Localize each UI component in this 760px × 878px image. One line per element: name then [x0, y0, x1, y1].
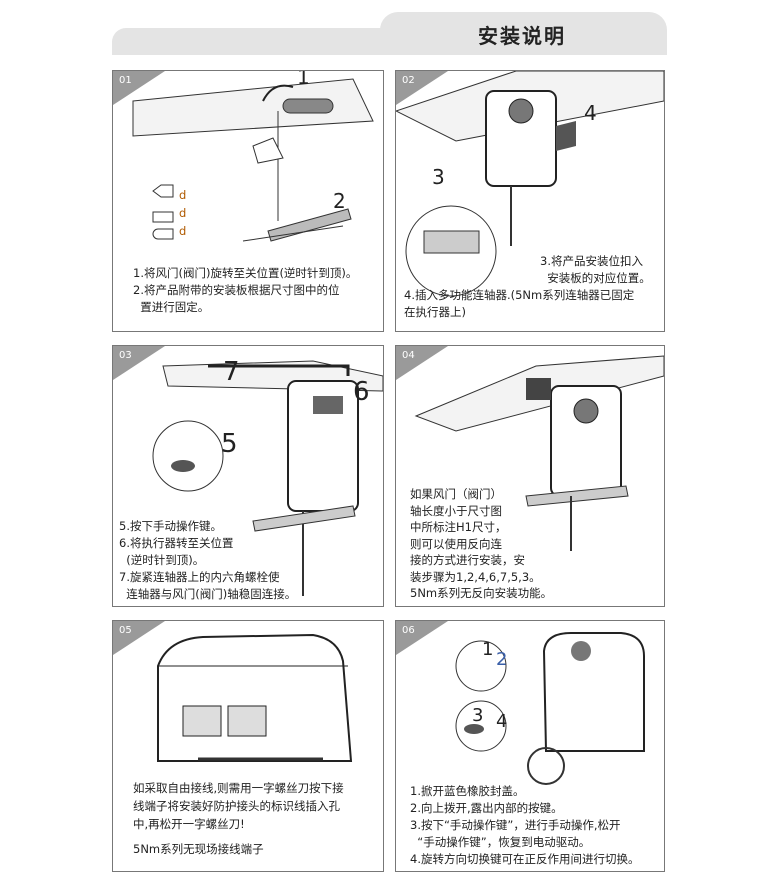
step-number-tab [396, 71, 448, 105]
callout-3: 3 [472, 705, 484, 726]
illustration-terminals [157, 633, 353, 762]
step-number: 05 [119, 625, 132, 636]
callout-5: 5 [221, 429, 238, 459]
step-text: 5.按下手动操作键。6.将执行器转至关位置 (逆时针到顶)。7.旋紧连轴器上的内… [119, 519, 297, 601]
step-note: 5Nm系列无现场接线端子 [133, 842, 264, 856]
step-number: 02 [402, 75, 415, 86]
header-tab [380, 12, 667, 55]
callout-4: 4 [584, 101, 597, 125]
step-panel-03: 03 5 6 7 5.按下手动操作键。6.将执行器转至关位置 (逆时针到顶)。7… [112, 345, 384, 607]
callout-1: 1 [297, 70, 310, 89]
dimension-label: d [179, 188, 187, 202]
illustration-damper-plate [132, 78, 374, 242]
callout-1: 1 [482, 639, 494, 660]
step-panel-05: 05 如采取自由接线,则需用一字螺丝刀按下接线端子将安装好防护接头的标识线插入孔… [112, 620, 384, 872]
step-panel-02: 02 3 4 3.将产品安装位扣入 安装板的对应位置。4.插入多功能连轴器.(5… [395, 70, 665, 332]
illustration-manual-override [455, 632, 645, 785]
step-number: 03 [119, 350, 132, 361]
step-text: 如采取自由接线,则需用一字螺丝刀按下接线端子将安装好防护接头的标识线插入孔中,再… [133, 781, 344, 831]
illustration-actuator-mount [396, 71, 664, 297]
step-text: 3.将产品安装位扣入 安装板的对应位置。4.插入多功能连轴器.(5Nm系列连轴器… [404, 254, 651, 319]
callout-4: 4 [496, 711, 508, 732]
step-number: 04 [402, 350, 415, 361]
callout-3: 3 [432, 165, 445, 189]
callout-2: 2 [496, 649, 508, 670]
step-number-tab [113, 71, 165, 105]
step-number-tab [396, 621, 448, 655]
callout-2: 2 [333, 189, 346, 213]
step-number: 06 [402, 625, 415, 636]
callout-6: 6 [353, 377, 370, 407]
step-number-tab [396, 346, 448, 380]
illustration-coupling [152, 360, 383, 596]
step-text: 如果风门（阀门）轴长度小于尺寸图中所标注H1尺寸，则可以使用反向连接的方式进行安… [410, 487, 553, 600]
step-text: 1.掀开蓝色橡胶封盖。2.向上拨开,露出内部的按键。3.按下“手动操作键”，进行… [410, 784, 640, 866]
step-number-tab [113, 346, 165, 380]
step-number-tab [113, 621, 165, 655]
step-panel-06: 06 1 2 3 4 1.掀开蓝色橡胶封盖。2.向上拨开,露出内部的按键。3.按… [395, 620, 665, 872]
step-number: 01 [119, 75, 132, 86]
callout-7: 7 [223, 357, 240, 387]
step-text: 1.将风门(阀门)旋转至关位置(逆时针到顶)。2.将产品附带的安装板根据尺寸图中… [133, 266, 358, 314]
dimension-label: d [179, 206, 187, 220]
step-panel-04: 04 如果风门（阀门）轴长度小于尺寸图中所标注H1尺寸，则可以使用反向连接的方式… [395, 345, 665, 607]
dimension-label: d [179, 224, 187, 238]
illustration-reverse-mount [414, 355, 664, 551]
page-title: 安装说明 [478, 24, 566, 48]
step-panel-01: 01 1 2 d d d 1.将风门(阀门)旋转至关位置(逆时针到顶)。2.将产… [112, 70, 384, 332]
